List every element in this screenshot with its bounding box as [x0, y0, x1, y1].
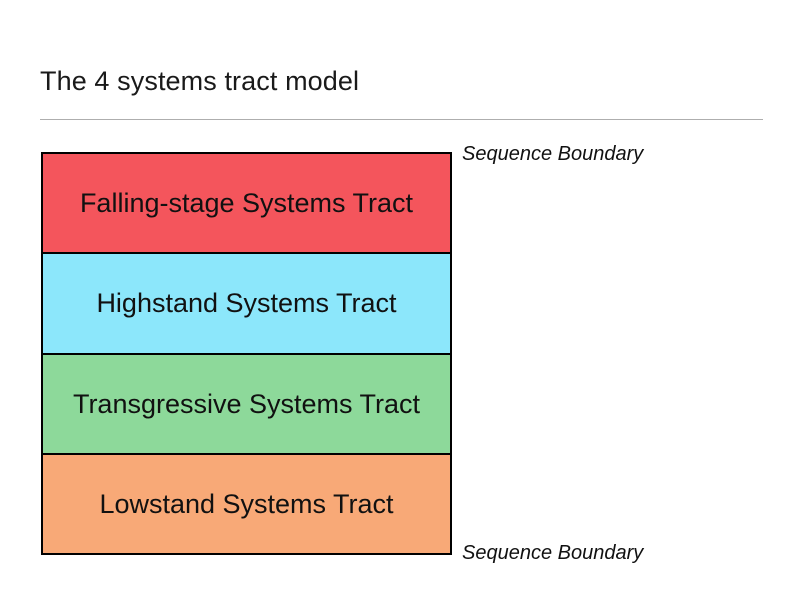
annotation-sequence-boundary-bottom: Sequence Boundary	[462, 542, 644, 564]
tract-block-falling-stage[interactable]: Falling-stage Systems Tract	[41, 152, 452, 255]
tract-block-label: Falling-stage Systems Tract	[79, 188, 414, 219]
tract-block-label: Lowstand Systems Tract	[99, 488, 394, 519]
tract-block-lowstand[interactable]: Lowstand Systems Tract	[41, 452, 452, 555]
tract-block-transgressive[interactable]: Transgressive Systems Tract	[41, 352, 452, 455]
systems-tract-column: Falling-stage Systems Tract Highstand Sy…	[41, 152, 452, 555]
tract-block-label: Transgressive Systems Tract	[72, 388, 421, 419]
tract-block-highstand[interactable]: Highstand Systems Tract	[41, 252, 452, 355]
annotation-sequence-boundary-top: Sequence Boundary	[462, 143, 644, 165]
page-title: The 4 systems tract model	[40, 66, 360, 96]
title-divider	[40, 119, 763, 120]
tract-block-label: Highstand Systems Tract	[96, 288, 397, 319]
